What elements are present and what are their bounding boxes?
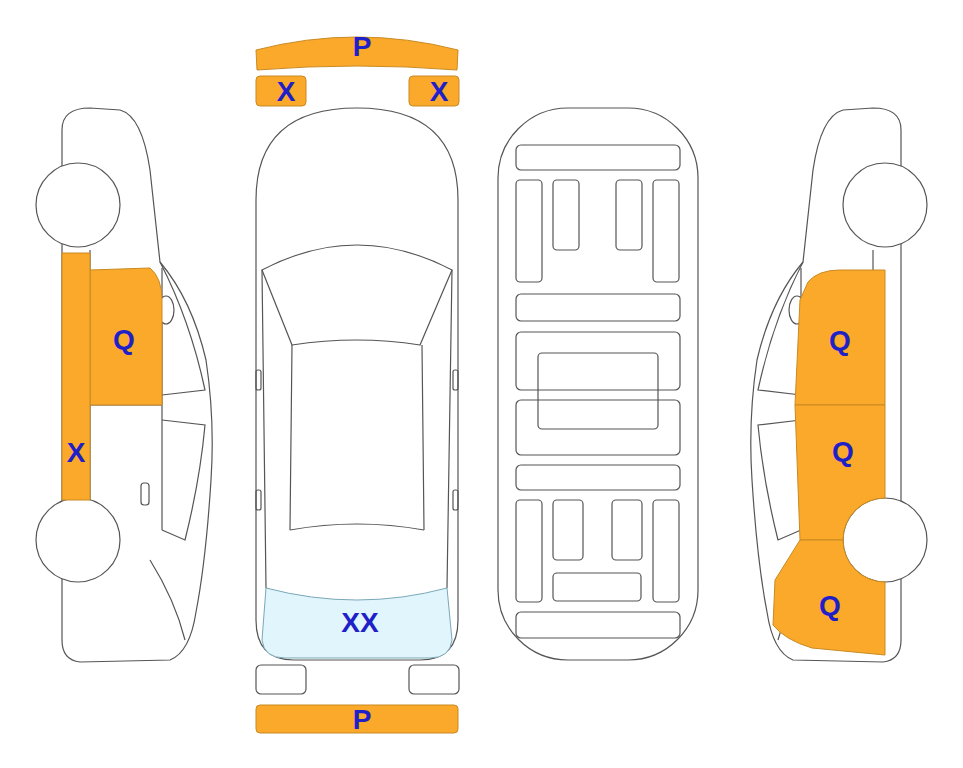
damage-panel: Q [771, 538, 887, 658]
damage-panel: Q [793, 403, 887, 542]
damage-code: X [430, 78, 449, 106]
panel-outline [262, 588, 452, 658]
damage-panel: P [256, 705, 458, 733]
underside-view [498, 108, 698, 660]
panel-shape [793, 403, 887, 542]
damage-code: P [353, 706, 372, 734]
side-view-car [36, 108, 212, 662]
damage-panel: X [409, 76, 459, 106]
damage-panel: Q [90, 266, 164, 407]
damage-code: X [277, 78, 296, 106]
panel-outline [256, 76, 306, 106]
panel-outline [795, 405, 885, 540]
damage-panel: X [62, 253, 90, 500]
damage-code: Q [832, 438, 854, 466]
damage-code: X [67, 439, 86, 467]
damage-panel: X [256, 76, 306, 106]
panel-outline [90, 268, 162, 405]
damage-code: P [353, 33, 372, 61]
damage-code: XX [341, 609, 378, 637]
panel-outline [409, 76, 459, 106]
damage-panel: Q [793, 266, 887, 407]
damage-code: Q [113, 326, 135, 354]
glass-damage-area: XX [260, 584, 454, 660]
damage-code: Q [819, 592, 841, 620]
damage-panel: P [254, 24, 460, 72]
panel-outline [62, 253, 90, 500]
damage-code: Q [829, 327, 851, 355]
top-view-car [256, 108, 459, 694]
panel-outline [773, 540, 885, 655]
panel-outline [795, 270, 885, 405]
panel-outline [256, 705, 458, 733]
